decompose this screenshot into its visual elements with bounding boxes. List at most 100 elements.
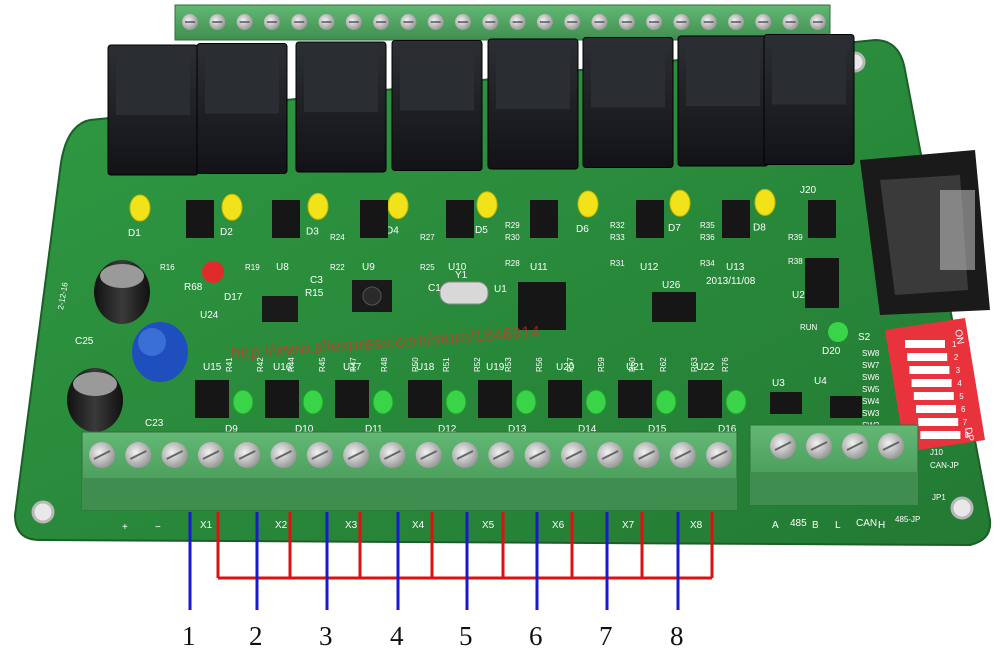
jumper-label-1: CAN-JP — [930, 461, 959, 470]
sw-label-sw6: SW6 — [862, 373, 880, 382]
label-r44: R44 — [287, 357, 296, 372]
label-r25: R25 — [420, 263, 435, 272]
label-d12: D12 — [438, 424, 457, 435]
label-r30: R30 — [505, 233, 520, 242]
dip-slider — [920, 431, 961, 439]
power-section: U24 C25 C23 D17 R68 C3 R15 — [67, 260, 324, 432]
sw-label-sw7: SW7 — [862, 361, 880, 370]
label-c3: C3 — [310, 275, 323, 286]
wire-number-7: 7 — [599, 621, 613, 651]
label-c23: C23 — [145, 418, 164, 429]
label-d2: D2 — [220, 227, 233, 238]
dip-slider — [918, 418, 959, 426]
label-d16: D16 — [718, 424, 737, 435]
label-r19: R19 — [245, 263, 260, 272]
label-d5: D5 — [475, 225, 488, 236]
label-j20: J20 — [800, 185, 817, 196]
relay — [107, 44, 199, 176]
label-r62: R62 — [659, 357, 668, 372]
wire-number-1: 1 — [182, 621, 196, 651]
dip-slider — [907, 353, 948, 361]
input-opto-coupler — [265, 380, 299, 418]
bus-label-0: A — [772, 520, 779, 531]
label-r63: R63 — [690, 357, 699, 372]
dip-slider — [909, 366, 950, 374]
label-r38: R38 — [788, 257, 803, 266]
label-u11: U11 — [530, 262, 548, 273]
led-yellow — [577, 190, 599, 218]
label-r15: R15 — [305, 288, 324, 299]
label-r29: R29 — [505, 221, 520, 230]
dip-dp-label: DP — [962, 427, 975, 443]
label-r76: R76 — [721, 357, 730, 372]
label-r60: R60 — [628, 357, 637, 372]
relay — [677, 35, 769, 167]
input-opto-coupler — [195, 380, 229, 418]
label-d11: D11 — [365, 424, 383, 435]
input-opto-coupler — [408, 380, 442, 418]
label-u13: U13 — [726, 262, 745, 273]
relay — [196, 43, 288, 174]
label-d17: D17 — [224, 292, 243, 303]
label-r52: R52 — [473, 357, 482, 372]
bus-label-5: H — [878, 520, 885, 531]
relay — [582, 37, 674, 168]
input-opto-coupler — [478, 380, 512, 418]
label-r36: R36 — [700, 233, 715, 242]
wire-number-2: 2 — [249, 621, 263, 651]
terminal-label-x4: X4 — [412, 520, 425, 531]
opto-coupler — [722, 200, 750, 238]
dip-slider — [916, 405, 956, 413]
label-run: RUN — [800, 323, 818, 332]
power-minus-label: − — [155, 522, 161, 533]
label-u3: U3 — [772, 378, 785, 389]
wire-number-8: 8 — [670, 621, 684, 651]
label-u16: U16 — [273, 362, 292, 373]
label-r28: R28 — [505, 259, 520, 268]
label-r42: R42 — [256, 357, 265, 372]
led-yellow — [387, 192, 409, 220]
led-yellow — [307, 192, 329, 220]
wire-number-3: 3 — [319, 621, 333, 651]
jumper-label-2: JP1 — [932, 493, 946, 502]
dip-number-3: 3 — [956, 366, 961, 375]
label-u1: U1 — [494, 284, 507, 295]
label-r50: R50 — [411, 357, 420, 372]
led-green — [655, 389, 677, 415]
terminal-label-x7: X7 — [622, 520, 635, 531]
led-yellow — [476, 191, 498, 219]
dip-number-5: 5 — [959, 392, 964, 401]
relay — [487, 38, 579, 170]
label-r31: R31 — [610, 259, 625, 268]
dip-number-7: 7 — [963, 418, 968, 427]
top-terminal-strip — [174, 4, 831, 41]
dip-number-8: 8 — [965, 431, 970, 440]
led-green — [445, 389, 467, 415]
led-yellow — [669, 189, 691, 217]
db9-connector — [860, 150, 990, 315]
led-green — [232, 389, 254, 415]
label-r68: R68 — [184, 282, 203, 293]
label-d6: D6 — [576, 224, 589, 235]
label-u20: U20 — [556, 362, 575, 373]
dip-number-6: 6 — [961, 405, 966, 414]
label-r47: R47 — [349, 357, 358, 372]
label-r59: R59 — [597, 357, 606, 372]
opto-coupler — [636, 200, 664, 238]
label-r41: R41 — [225, 357, 234, 372]
label-c25: C25 — [75, 336, 94, 347]
terminal-label-x5: X5 — [482, 520, 495, 531]
sw-label-sw4: SW4 — [862, 397, 880, 406]
dip-slider — [913, 392, 954, 400]
label-s2: S2 — [858, 332, 871, 343]
sw-label-sw3: SW3 — [862, 409, 880, 418]
label-c1: C1 — [428, 283, 441, 294]
led-green — [585, 389, 607, 415]
label-d14: D14 — [578, 424, 597, 435]
label-u9: U9 — [362, 262, 375, 273]
